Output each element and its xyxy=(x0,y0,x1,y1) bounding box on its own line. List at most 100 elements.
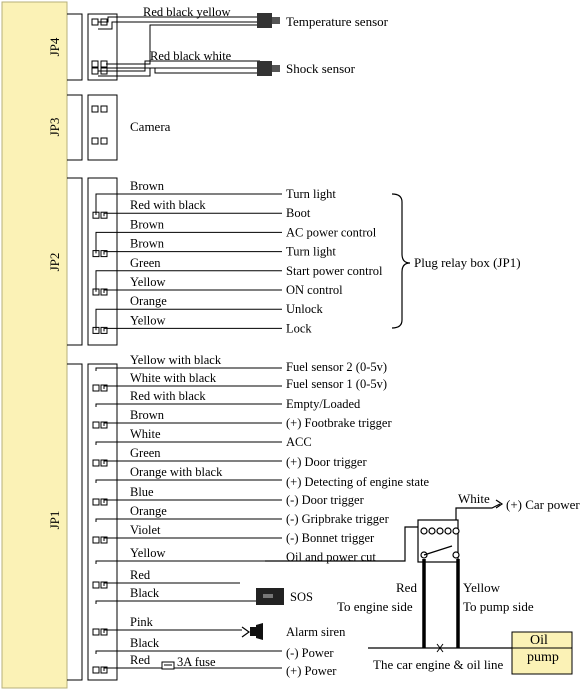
jp2-wire-6: Yellow ON control xyxy=(92,275,343,297)
jp2-label: JP2 xyxy=(47,253,62,272)
jp1-connector xyxy=(67,363,118,681)
jp1-function-label-5: ACC xyxy=(286,435,312,449)
jp2-relay-bracket xyxy=(391,193,411,329)
jp1-wire-label-9: Orange xyxy=(130,504,167,518)
jp1-wire-label-14: Pink xyxy=(130,615,154,629)
jp4-connector xyxy=(67,13,118,81)
jp1-wire-label-5: White xyxy=(130,427,161,441)
pump-label: pump xyxy=(527,650,559,665)
jp1-wire-11: Yellow xyxy=(95,546,265,564)
jp1-wire-7: Orange with black xyxy=(95,465,282,483)
jp1-wire-label-10: Violet xyxy=(130,523,161,537)
jp2-wire-label-5: Green xyxy=(130,256,161,270)
jp4-wire-label-1: Red black yellow xyxy=(143,5,230,19)
jp2-function-label-1: Turn light xyxy=(286,187,336,201)
temperature-sensor-plug xyxy=(257,13,272,28)
fuse-label: 3A fuse xyxy=(177,655,216,669)
engine-line-label: The car engine & oil line xyxy=(373,657,504,672)
jp1-function-label-2: Fuel sensor 1 (0-5v) xyxy=(286,377,387,391)
jp1-function-label-13: Alarm siren xyxy=(286,625,346,639)
jp1-wire-label-8: Blue xyxy=(130,485,154,499)
jp1-wire-label-3: Red with black xyxy=(130,389,206,403)
siren-icon xyxy=(241,623,263,640)
jp1-wire-4: Brown xyxy=(92,408,282,429)
jp1-wire-label-12: Red xyxy=(130,568,151,582)
jp4-wire-label-2: Red black white xyxy=(150,49,232,63)
temperature-sensor-label: Temperature sensor xyxy=(286,14,389,29)
jp2-wire-label-2: Red with black xyxy=(130,198,206,212)
jp2-function-label-6: ON control xyxy=(286,283,343,297)
car-power-label: (+) Car power xyxy=(506,497,580,512)
jp1-function-label-7: (+) Detecting of engine state xyxy=(286,475,430,489)
pump-side-label: To pump side xyxy=(463,599,534,614)
jp1-function-label-6: (+) Door trigger xyxy=(286,455,367,469)
jp2-connector xyxy=(67,177,118,346)
jp3-connector xyxy=(67,94,118,161)
jp1-function-label-3: Empty/Loaded xyxy=(286,397,361,411)
jp2-function-label-2: Boot xyxy=(286,206,311,220)
jp1-wire-label-13: Black xyxy=(130,586,160,600)
jp1-wire-2: White with black xyxy=(92,371,282,392)
jp1-wire-label-4: Brown xyxy=(130,408,165,422)
jp2-function-label-8: Lock xyxy=(286,321,312,335)
jp2-wire-label-6: Yellow xyxy=(130,275,166,289)
jp2-wire-label-3: Brown xyxy=(130,217,165,231)
gps-board xyxy=(1,1,68,689)
jp1-wire-1: Yellow with black xyxy=(95,353,282,371)
jp1-wire-label-2: White with black xyxy=(130,371,217,385)
jp1-function-label-15: (+) Power xyxy=(286,664,337,678)
jp1-function-label-8: (-) Door trigger xyxy=(286,493,365,507)
jp2-function-label-7: Unlock xyxy=(286,302,324,316)
jp1-wire-label-1: Yellow with black xyxy=(130,353,222,367)
jp1-wire-label-7: Orange with black xyxy=(130,465,223,479)
jp1-wire-5: White xyxy=(95,427,282,445)
jp1-wire-label-6: Green xyxy=(130,446,161,460)
jp2-wire-3: Brown AC power control xyxy=(95,217,377,254)
jp1-wire-12: Red xyxy=(92,568,240,589)
fuse-icon xyxy=(161,661,175,670)
relay-red-wire-label: Red xyxy=(396,580,417,595)
jp1-function-label-10: (-) Bonnet trigger xyxy=(286,531,375,545)
jp1-wire-label-15: Black xyxy=(130,636,160,650)
jp1-wire-10: Violet xyxy=(92,523,282,544)
jp1-wire-6: Green xyxy=(92,446,282,467)
jp1-label: JP1 xyxy=(47,511,62,530)
jp1-wire-13: Black xyxy=(95,586,256,604)
jp1-wire-14: Pink xyxy=(92,615,242,636)
camera-label: Camera xyxy=(130,119,171,134)
jp2-wire-label-1: Brown xyxy=(130,179,165,193)
jp2-wire-label-4: Brown xyxy=(130,237,165,251)
oil-pump-box xyxy=(511,631,573,675)
jp2-wire-label-8: Yellow xyxy=(130,313,166,327)
jp1-function-label-11: Oil and power cut xyxy=(286,550,376,564)
jp4-wires xyxy=(98,16,260,77)
engine-side-label: To engine side xyxy=(337,599,413,614)
jp1-function-label-14: (-) Power xyxy=(286,646,334,660)
jp1-wire-15: Black xyxy=(95,636,282,654)
jp1-wire-16: Red xyxy=(92,653,282,674)
jp2-function-label-3: AC power control xyxy=(286,225,377,239)
relay-white-wire-label: White xyxy=(458,491,490,506)
jp2-function-label-5: Start power control xyxy=(286,264,383,278)
jp2-wire-label-7: Orange xyxy=(130,294,167,308)
jp1-function-label-12: SOS xyxy=(290,590,313,604)
jp1-function-label-1: Fuel sensor 2 (0-5v) xyxy=(286,360,387,374)
jp1-function-label-4: (+) Footbrake trigger xyxy=(286,416,392,430)
jp1-wire-label-16: Red xyxy=(130,653,151,667)
relay-box-label: Plug relay box (JP1) xyxy=(414,255,521,270)
jp1-wire-8: Blue xyxy=(92,485,282,506)
shock-sensor-plug xyxy=(257,61,272,76)
jp4-label: JP4 xyxy=(47,37,62,56)
shock-sensor-label: Shock sensor xyxy=(286,61,356,76)
oil-label: Oil xyxy=(530,633,548,648)
relay-circuit xyxy=(265,499,512,653)
